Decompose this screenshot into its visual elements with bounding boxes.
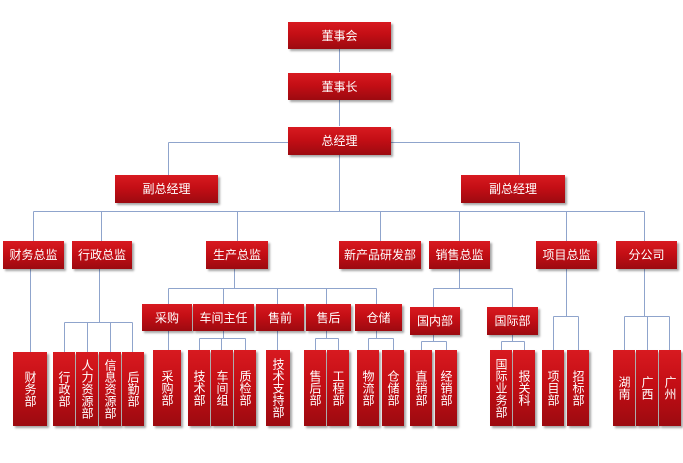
dept-purchasing-label: 采购部 — [160, 370, 174, 406]
board-node: 董事会 — [288, 22, 391, 49]
sales-director-node: 销售总监 — [429, 241, 490, 269]
warehouse-node: 仓储 — [355, 304, 402, 331]
project-director-node: 项目总监 — [536, 241, 597, 269]
dept-hr: 人力资源部 — [76, 352, 98, 426]
dept-tech-label: 技术部 — [192, 370, 206, 406]
deputy-gm-right-label: 副总经理 — [488, 182, 537, 196]
rd-dept-node: 新产品研发部 — [339, 241, 421, 269]
dept-info: 信息资源部 — [99, 352, 121, 426]
dept-aftersales-label: 售后部 — [308, 370, 322, 406]
warehouse-label: 仓储 — [366, 310, 391, 325]
dept-engineering: 工程部 — [327, 350, 349, 426]
dept-admin: 行政部 — [53, 352, 75, 426]
branch-guangzhou: 广州 — [659, 350, 681, 426]
project-director-label: 项目总监 — [542, 248, 591, 262]
aftersales-label: 售后 — [316, 310, 341, 325]
dept-engineering-label: 工程部 — [331, 370, 345, 406]
dept-project: 项目部 — [542, 350, 564, 426]
branch-label: 分公司 — [628, 248, 665, 262]
dept-logistics-label: 后勤部 — [126, 371, 140, 407]
branch-node: 分公司 — [616, 241, 677, 269]
dept-bidding-label: 招标部 — [571, 370, 585, 406]
dept-purchasing: 采购部 — [153, 350, 181, 426]
dept-storage-label: 仓储部 — [386, 370, 400, 406]
finance-director-node: 财务总监 — [3, 241, 64, 269]
domestic-dept-node: 国内部 — [410, 307, 460, 335]
dept-hr-label: 人力资源部 — [80, 359, 94, 419]
sales-director-label: 销售总监 — [435, 248, 484, 262]
chairman-label: 董事长 — [321, 79, 358, 94]
dept-workshop-team: 车间组 — [211, 350, 233, 426]
aftersales-node: 售后 — [306, 304, 351, 331]
dept-distribution-label: 经销部 — [439, 370, 453, 406]
dept-distribution: 经销部 — [435, 350, 457, 426]
dept-qc: 质检部 — [234, 350, 256, 426]
international-dept-label: 国际部 — [494, 314, 531, 328]
dept-finance: 财务部 — [13, 352, 47, 426]
dept-info-label: 信息资源部 — [103, 359, 117, 419]
dept-customs: 报关科 — [513, 350, 535, 426]
dept-finance-label: 财务部 — [23, 371, 37, 407]
workshop-director-node: 车间主任 — [193, 304, 254, 331]
dept-bidding: 招标部 — [567, 350, 589, 426]
dept-intl-business-label: 国际业务部 — [494, 358, 508, 418]
purchasing-node: 采购 — [142, 304, 192, 331]
chairman-node: 董事长 — [288, 73, 391, 100]
deputy-gm-left-label: 副总经理 — [142, 182, 191, 196]
admin-director-label: 行政总监 — [77, 248, 126, 262]
dept-aftersales: 售后部 — [304, 350, 326, 426]
dept-tech: 技术部 — [188, 350, 210, 426]
dept-direct-sales-label: 直销部 — [414, 370, 428, 406]
dept-logistics-flow: 物流部 — [357, 350, 379, 426]
dept-workshop-team-label: 车间组 — [215, 370, 229, 406]
dept-project-label: 项目部 — [546, 370, 560, 406]
production-director-node: 生产总监 — [206, 241, 268, 269]
international-dept-node: 国际部 — [487, 307, 538, 335]
gm-label: 总经理 — [321, 134, 358, 148]
dept-tech-support-label: 技术支持部 — [271, 358, 285, 418]
deputy-gm-right-node: 副总经理 — [461, 175, 565, 203]
dept-qc-label: 质检部 — [238, 370, 252, 406]
dept-customs-label: 报关科 — [517, 370, 531, 406]
workshop-director-label: 车间主任 — [199, 310, 248, 325]
gm-node: 总经理 — [288, 127, 391, 155]
branch-guangxi-label: 广西 — [640, 376, 654, 400]
purchasing-label: 采购 — [154, 310, 179, 325]
branch-guangxi: 广西 — [636, 350, 658, 426]
dept-storage: 仓储部 — [382, 350, 404, 426]
deputy-gm-left-node: 副总经理 — [115, 175, 218, 203]
presales-node: 售前 — [256, 304, 304, 331]
board-label: 董事会 — [321, 28, 358, 43]
dept-direct-sales: 直销部 — [410, 350, 432, 426]
dept-admin-label: 行政部 — [57, 371, 71, 407]
production-director-label: 生产总监 — [212, 248, 261, 262]
branch-guangzhou-label: 广州 — [663, 376, 677, 400]
presales-label: 售前 — [267, 310, 292, 325]
dept-logistics-flow-label: 物流部 — [361, 370, 375, 406]
domestic-dept-label: 国内部 — [416, 314, 453, 328]
branch-hunan-label: 湖南 — [617, 376, 631, 400]
branch-hunan: 湖南 — [613, 350, 635, 426]
rd-dept-label: 新产品研发部 — [343, 248, 416, 262]
dept-logistics: 后勤部 — [122, 352, 144, 426]
finance-director-label: 财务总监 — [9, 248, 58, 262]
dept-intl-business: 国际业务部 — [490, 350, 512, 426]
dept-tech-support: 技术支持部 — [266, 350, 290, 426]
admin-director-node: 行政总监 — [72, 241, 132, 269]
